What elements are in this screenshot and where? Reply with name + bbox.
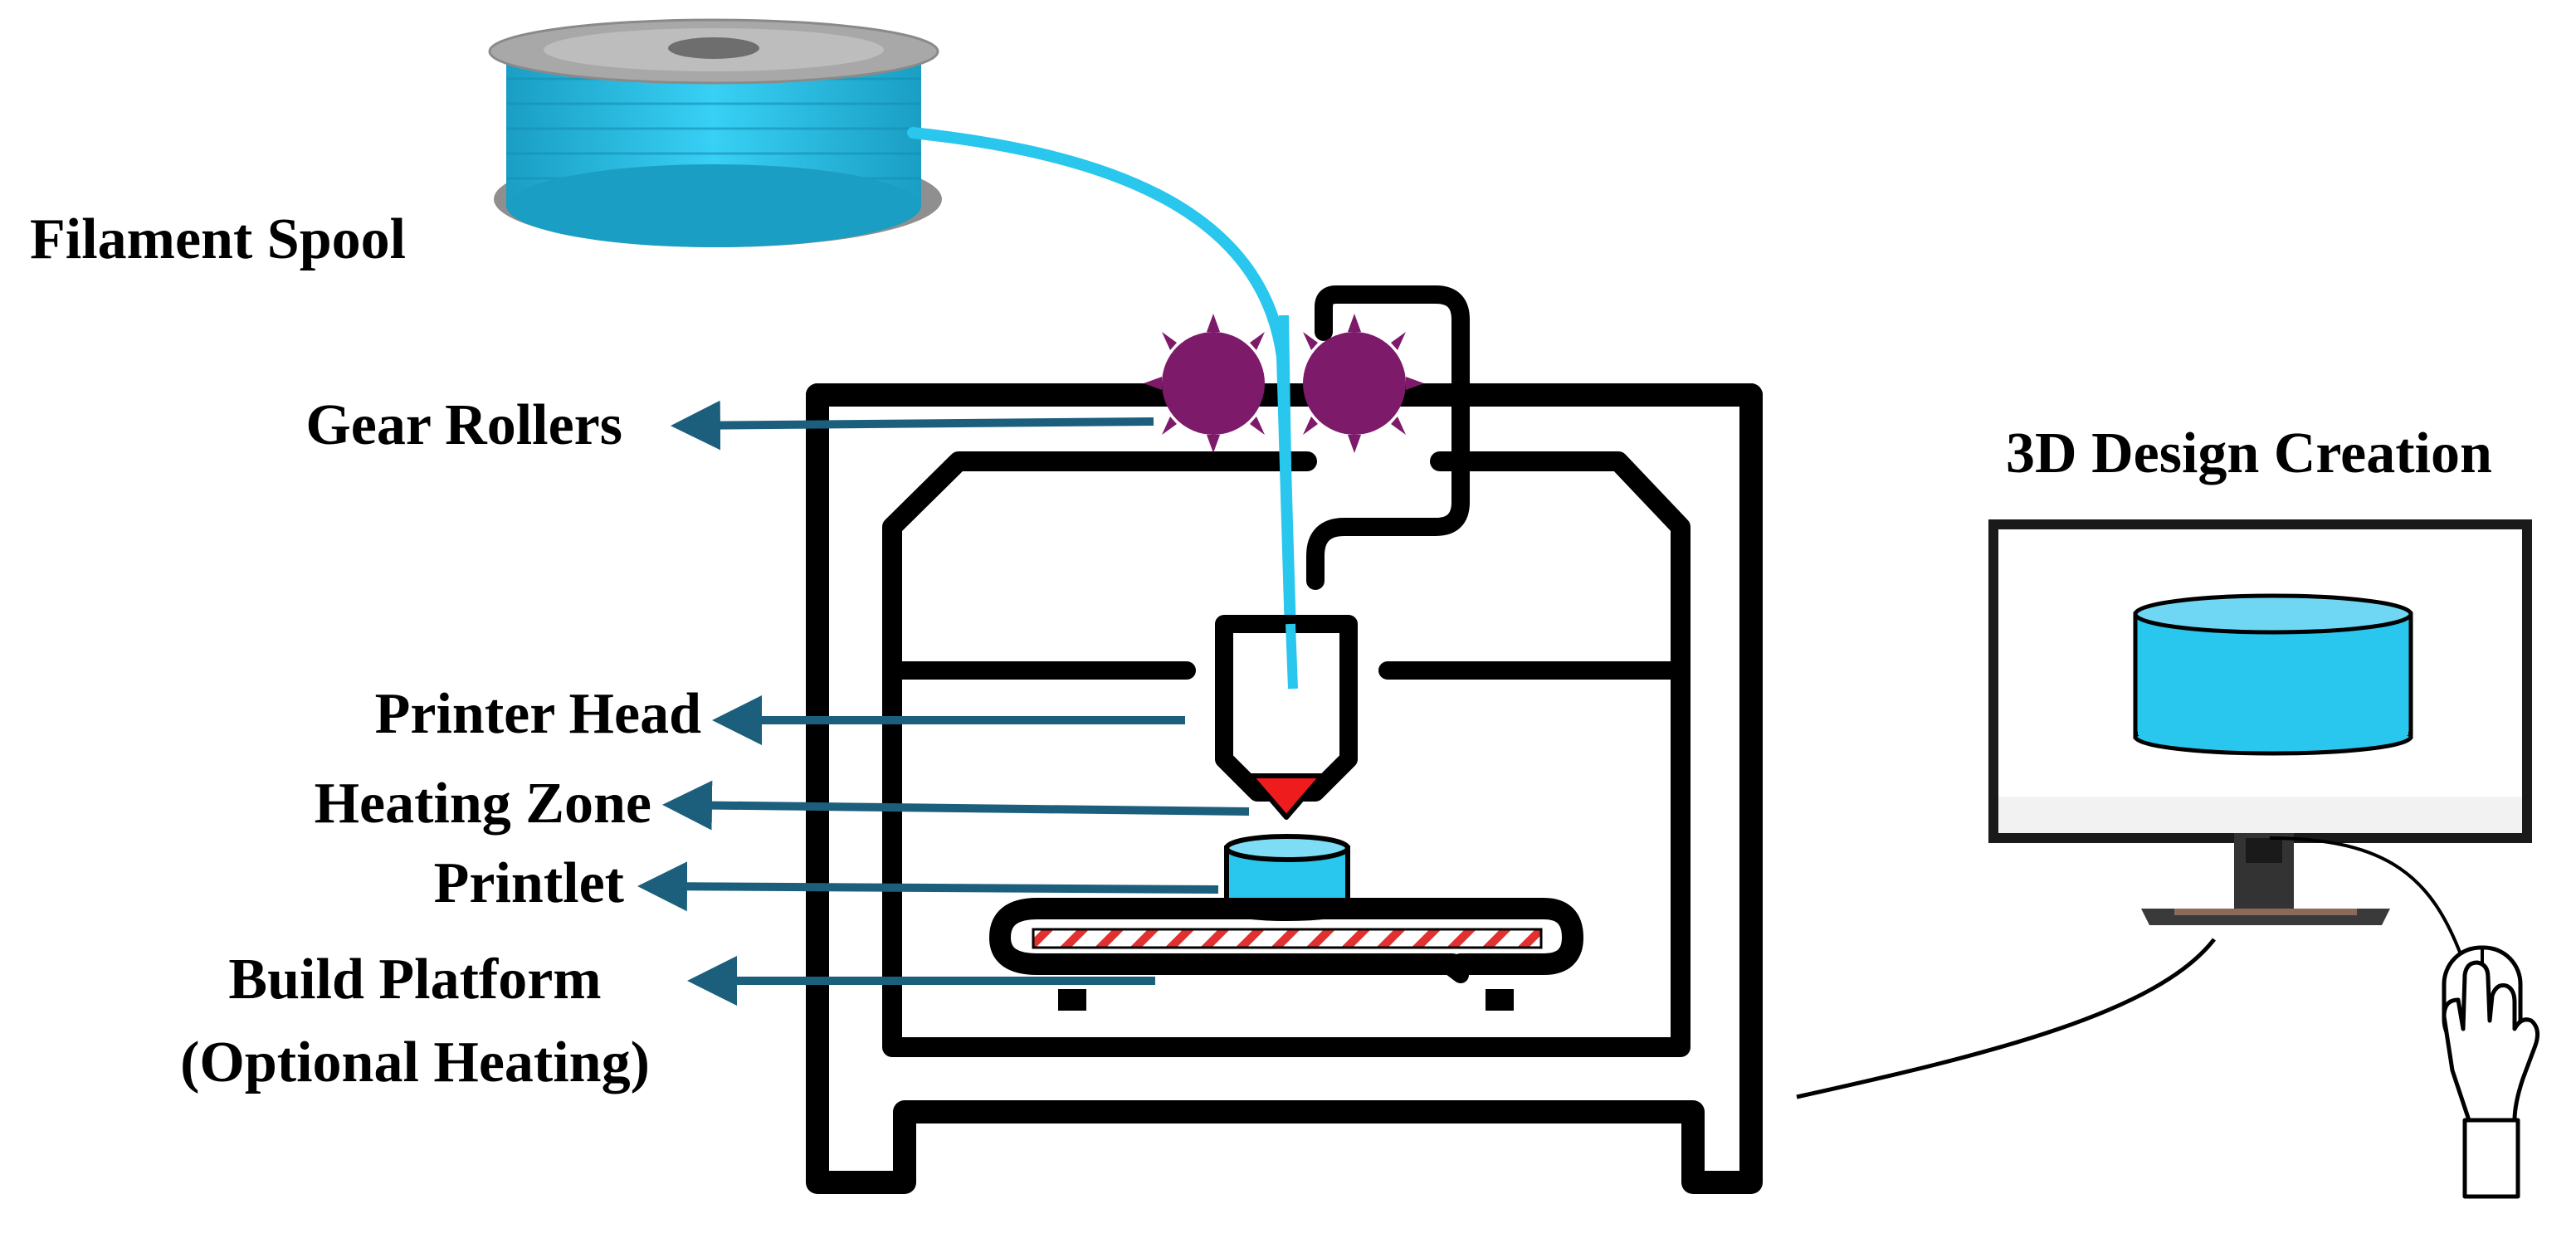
platform-foot-right — [1486, 989, 1514, 1011]
3d-printer-icon — [806, 285, 1763, 1194]
build-platform-icon — [988, 898, 1584, 1011]
guide-tube — [1306, 285, 1470, 590]
printer-head-body — [1215, 615, 1358, 802]
label-build-platform-note: (Optional Heating) — [180, 1031, 650, 1094]
label-printlet: Printlet — [433, 851, 624, 915]
label-filament-spool: Filament Spool — [30, 207, 407, 271]
gear-left — [1162, 332, 1265, 435]
mouse-cable — [2269, 836, 2462, 955]
label-heating-zone: Heating Zone — [314, 772, 651, 836]
label-printer-head: Printer Head — [374, 682, 701, 746]
printer-head-icon — [1215, 615, 1358, 820]
printer-inner-frame — [882, 451, 1690, 1057]
label-build-platform: Build Platform — [228, 948, 602, 1011]
gear-right — [1303, 332, 1406, 435]
filament-spool-icon — [488, 18, 942, 247]
pointer-arrows — [637, 400, 1250, 1006]
platform-tray — [988, 898, 1584, 975]
platform-heater-stripes — [1032, 928, 1543, 949]
gear-icon — [1144, 314, 1424, 453]
heating-zone-icon — [1248, 773, 1325, 820]
label-gear-rollers: Gear Rollers — [305, 393, 622, 457]
design-cylinder-icon — [2133, 593, 2413, 756]
label-design-creation: 3D Design Creation — [2006, 422, 2492, 485]
arrow-printlet — [637, 861, 1219, 912]
spool-hub — [668, 37, 759, 59]
arrow-heating-zone — [662, 780, 1250, 831]
monitor-icon — [1988, 519, 2532, 925]
filament-through-gears — [1279, 314, 1291, 465]
filament-strand — [907, 127, 1298, 695]
computer-cable — [1796, 938, 2216, 1099]
gear-right-teeth — [1303, 314, 1424, 453]
gear-left-teeth — [1144, 314, 1265, 453]
hand-icon — [2442, 960, 2540, 1199]
platform-foot-left — [1058, 989, 1086, 1011]
arrow-gear-rollers — [671, 400, 1154, 451]
spool-winding-bottom — [506, 164, 921, 247]
hand-cuff — [2462, 1118, 2520, 1199]
